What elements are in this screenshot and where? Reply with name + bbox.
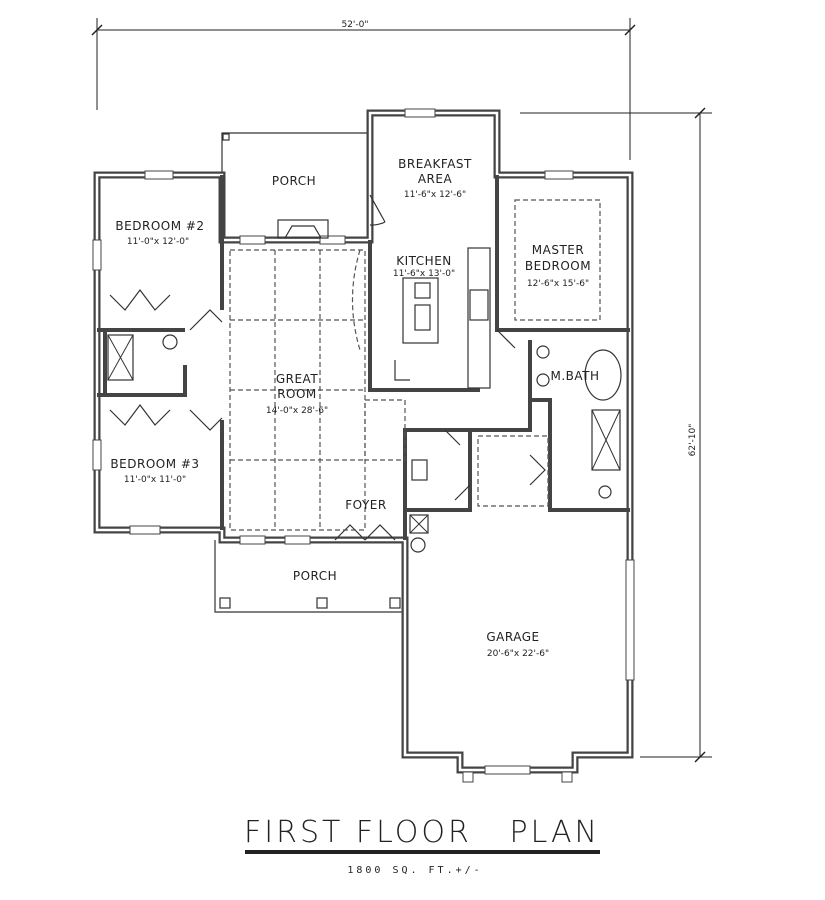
doors — [109, 194, 546, 541]
foyer-label: FOYER — [345, 498, 386, 512]
bedroom3-size: 11'-0"x 11'-0" — [124, 475, 186, 485]
kitchen-label: KITCHEN — [396, 254, 452, 268]
garage-label: GARAGE — [486, 630, 539, 644]
great-room-size: 14'-0"x 28'-6" — [266, 406, 328, 416]
bedroom2-label: BEDROOM #2 — [115, 219, 204, 233]
windows — [92, 108, 635, 783]
breakfast-label: BREAKFAST — [398, 157, 472, 171]
plan-area: 1800 SQ. FT.+/- — [347, 865, 482, 876]
closet-outline — [477, 435, 549, 507]
rear-porch-label: PORCH — [272, 174, 316, 188]
width-dimension: 52'-0" — [91, 18, 636, 160]
front-porch — [214, 540, 405, 613]
garage-size: 20'-6"x 22'-6" — [487, 649, 549, 659]
master-label-2: BEDROOM — [525, 259, 591, 273]
master-tray-ceiling — [514, 199, 601, 321]
great-room-ceiling-grid — [229, 249, 406, 531]
great-room-label-2: ROOM — [277, 387, 317, 401]
depth-dimension-label: 62'-10" — [688, 424, 698, 457]
great-room-label: GREAT — [276, 372, 318, 386]
master-label: MASTER — [532, 243, 584, 257]
fixtures — [107, 219, 622, 553]
breakfast-size: 11'-6"x 12'-6" — [404, 190, 466, 200]
bedroom3-label: BEDROOM #3 — [110, 457, 199, 471]
master-bath-label: M.BATH — [550, 369, 599, 383]
kitchen-size: 11'-6"x 13'-0" — [393, 269, 455, 279]
front-porch-label: PORCH — [293, 569, 337, 583]
width-dimension-label: 52'-0" — [341, 20, 368, 30]
breakfast-label-2: AREA — [418, 172, 453, 186]
title-underline — [245, 850, 600, 854]
depth-dimension: 62'-10" — [520, 107, 712, 763]
bedroom2-size: 11'-0"x 12'-0" — [127, 237, 189, 247]
plan-title: FIRST FLOOR PLAN — [244, 815, 600, 850]
master-size: 12'-6"x 15'-6" — [527, 279, 589, 289]
